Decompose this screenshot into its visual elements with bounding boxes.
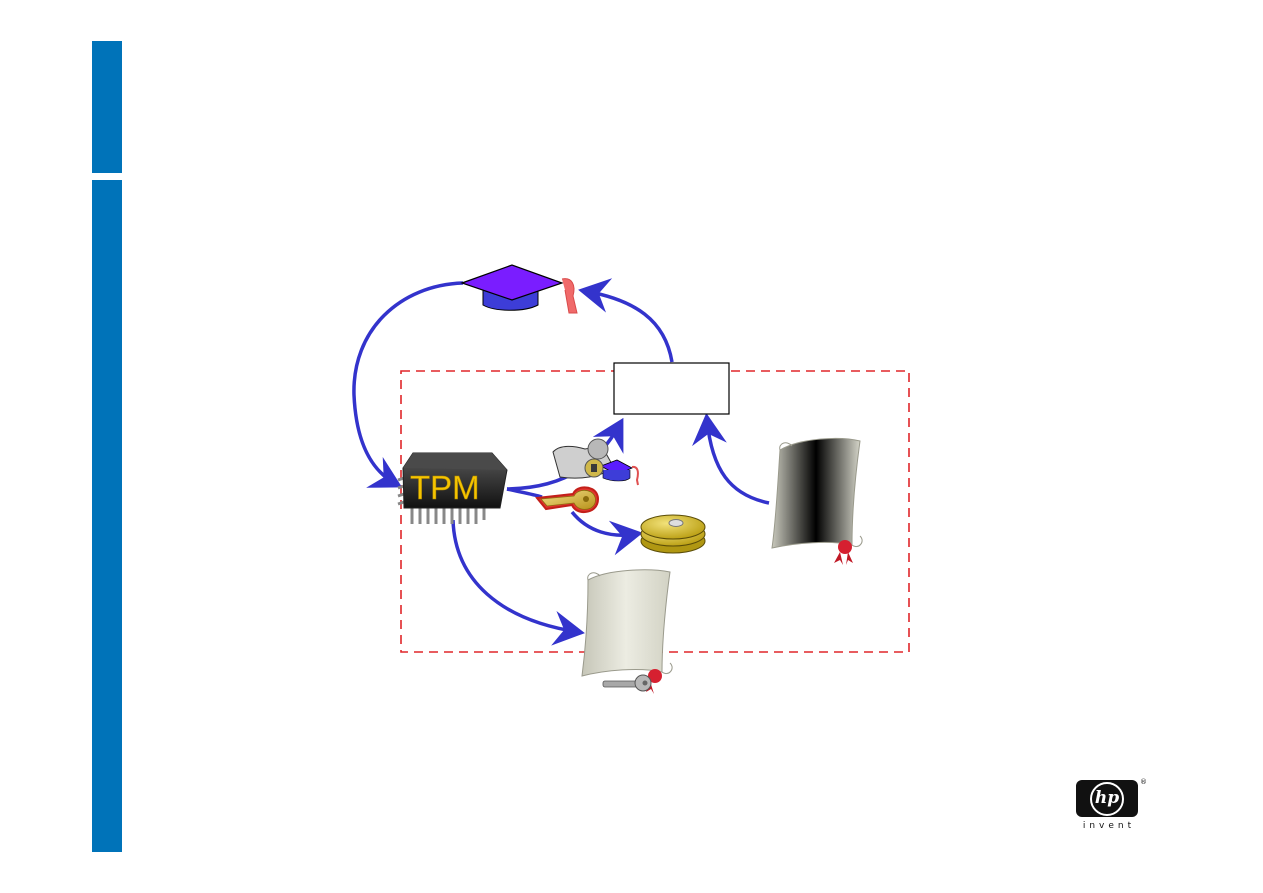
center-box (613, 362, 730, 415)
hp-logo-box: hp (1076, 780, 1138, 817)
tpm-chip-icon (397, 452, 508, 524)
disk-icon (640, 514, 706, 554)
arrow-cap-to-tpm (352, 281, 464, 488)
arrow-scroll-to-box (692, 413, 770, 505)
arrow-tpm-to-key (506, 487, 543, 499)
key-icon (535, 486, 599, 514)
arrow-box-to-cap (578, 278, 674, 363)
scroll-certificate-icon (771, 437, 863, 565)
arrow-tpm-to-scroll (451, 519, 585, 646)
hp-invent-logo: hp ® invent (1076, 778, 1148, 836)
tpm-label: TPM (410, 469, 480, 506)
hp-logo-mark: hp (1090, 781, 1124, 816)
arrow-key-to-disk (570, 510, 643, 556)
graduation-cap-icon (460, 264, 578, 314)
registered-mark: ® (1140, 778, 1147, 786)
sidebar-accent-top (92, 41, 122, 173)
secured-cap-icon (552, 438, 639, 486)
keyed-scroll-icon (581, 569, 673, 694)
hp-tagline: invent (1082, 821, 1136, 831)
sidebar-accent-bottom (92, 180, 122, 852)
